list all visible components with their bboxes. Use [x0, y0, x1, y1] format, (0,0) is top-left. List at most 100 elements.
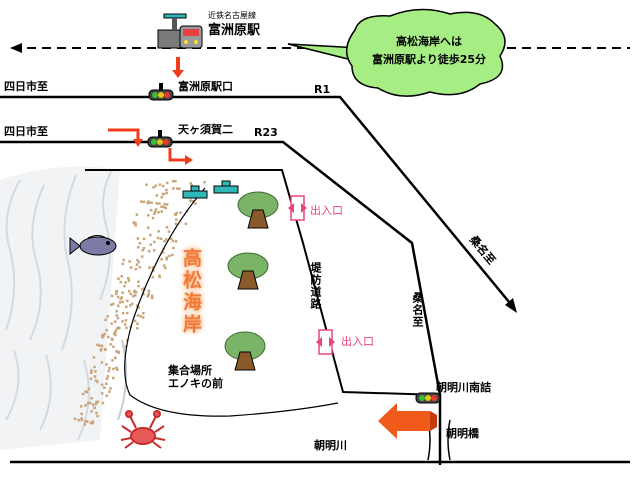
sand-dot	[165, 257, 168, 261]
sand-dot	[174, 222, 178, 225]
sand-dot	[114, 329, 117, 333]
red-arrow-icon	[168, 148, 186, 162]
sand-dot	[203, 180, 206, 184]
sand-dot	[175, 218, 178, 221]
sand-dot	[165, 226, 169, 229]
sand-dot	[147, 200, 150, 203]
sand-dot	[184, 222, 188, 226]
sand-dot	[98, 344, 101, 347]
sand-dot	[133, 294, 137, 297]
sand-dot	[122, 258, 125, 262]
sand-dot	[140, 200, 143, 203]
sand-dot	[136, 237, 140, 240]
sand-dot	[134, 267, 138, 271]
sand-dot	[111, 359, 114, 362]
sand-dot	[141, 288, 144, 291]
sand-dot	[142, 312, 145, 315]
sea-wash	[0, 166, 120, 450]
sand-dot	[110, 294, 114, 298]
sand-dot	[94, 402, 98, 406]
road-label-yokkaichi-top: 四日市至	[4, 80, 48, 93]
sand-dot	[163, 202, 166, 206]
sand-dot	[95, 400, 98, 404]
gathering-place-line-2: エノキの前	[168, 377, 223, 390]
sand-dot	[96, 400, 100, 404]
sand-dot	[105, 377, 109, 380]
sand-dot	[110, 322, 113, 325]
sand-dot	[80, 418, 83, 422]
sand-dot	[158, 274, 161, 277]
sand-dot	[168, 254, 171, 258]
sand-dot	[104, 348, 107, 351]
sand-dot	[96, 414, 99, 418]
sand-dot	[116, 295, 120, 299]
sand-dot	[93, 375, 97, 378]
sand-dot	[135, 304, 139, 307]
sand-dot	[121, 291, 124, 294]
railway-arrow-icon	[10, 43, 22, 53]
road-label-embankment: 堤防道路	[309, 262, 322, 310]
sand-dot	[166, 181, 169, 185]
sand-dot	[149, 208, 153, 212]
sand-dot	[151, 216, 155, 220]
red-arrow-icon	[133, 139, 143, 147]
traffic-light-icon	[148, 83, 174, 101]
sand-dot	[121, 262, 124, 266]
sand-dot	[142, 247, 146, 250]
gate-icon	[288, 195, 307, 221]
sand-dot	[105, 328, 108, 332]
fish-icon	[69, 235, 117, 256]
sand-dot	[142, 292, 145, 296]
road-r1	[0, 95, 515, 309]
sand-dot	[165, 256, 168, 259]
sand-dot	[138, 242, 142, 245]
sand-dot	[84, 419, 87, 423]
tree-icon	[224, 331, 266, 371]
sand-dot	[160, 205, 163, 208]
sand-dot	[90, 410, 93, 413]
sand-dot	[165, 203, 169, 206]
sand-dot	[91, 420, 95, 423]
sand-dot	[108, 390, 111, 393]
sand-dot	[107, 335, 110, 339]
beach-inner-path	[124, 187, 339, 417]
sand-dot	[165, 188, 168, 192]
sand-dot	[132, 295, 135, 298]
sand-dot	[86, 420, 89, 423]
sand-dot	[139, 315, 142, 318]
sand-dot	[103, 386, 106, 389]
sand-dot	[149, 243, 153, 246]
sand-dot	[148, 266, 151, 269]
sand-dot	[115, 366, 118, 370]
sand-dot	[194, 202, 197, 205]
sand-dot	[172, 180, 175, 183]
sand-dot	[135, 290, 138, 294]
road-label-r23: R23	[254, 126, 278, 139]
sand-dot	[190, 184, 193, 187]
sand-dot	[147, 292, 150, 295]
sand-dot	[89, 421, 93, 424]
sand-dot	[164, 206, 168, 210]
sand-dot	[161, 192, 165, 196]
sand-dot	[121, 312, 125, 315]
sand-dot	[90, 396, 93, 400]
sand-dot	[160, 210, 163, 213]
sand-dot	[133, 319, 137, 323]
sand-dot	[155, 194, 159, 197]
sand-dot	[173, 213, 177, 216]
sand-dot	[96, 380, 99, 384]
sand-dot	[88, 401, 92, 404]
sand-dot	[150, 296, 154, 300]
marker-icon	[182, 180, 239, 199]
sand-dot	[123, 323, 127, 326]
sand-dot	[91, 422, 94, 425]
sand-dot	[146, 201, 149, 205]
sand-dot	[89, 377, 93, 381]
sand-dot	[116, 368, 119, 371]
sand-dot	[160, 258, 163, 261]
bridge-label: 朝明橋	[446, 427, 479, 440]
sand-dot	[101, 401, 105, 405]
sand-dot	[119, 297, 122, 301]
